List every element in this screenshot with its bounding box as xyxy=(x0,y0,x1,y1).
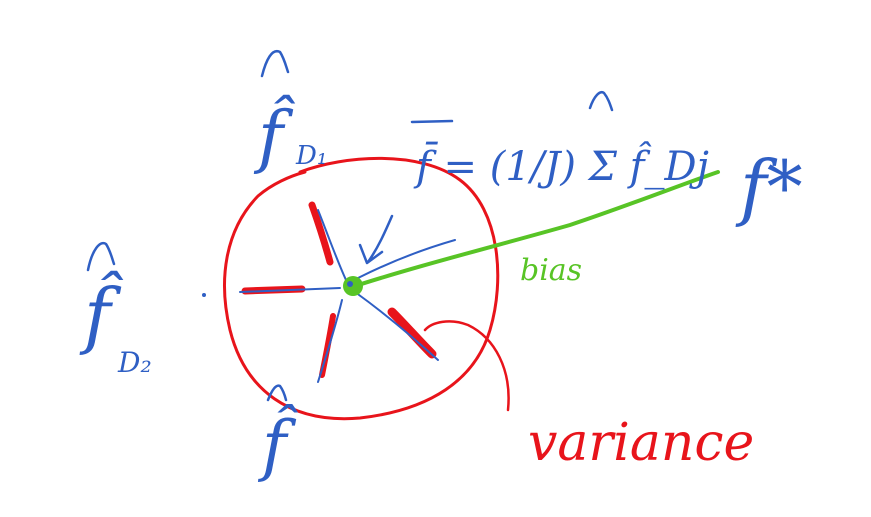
red-spoke-right xyxy=(387,307,437,359)
mean-point-inner xyxy=(347,281,353,287)
arrow-to-mean xyxy=(358,214,394,265)
variance-pointer xyxy=(423,320,510,412)
stray-dot xyxy=(202,293,206,297)
variance-circle xyxy=(223,156,500,421)
f-star-label: f* xyxy=(735,145,803,229)
f-hat-bottom-label: f̂ xyxy=(257,405,298,484)
f-bar-formula: f̄ = (1/J) Σ f̂_Dj xyxy=(413,141,709,190)
blue-line-left xyxy=(239,287,341,293)
bar-fbar xyxy=(410,119,454,124)
blue-line-upper-right xyxy=(357,239,456,279)
hat-d2 xyxy=(86,241,116,272)
hat-fdj xyxy=(588,91,614,112)
blue-line-right xyxy=(354,291,439,361)
bias-label: bias xyxy=(520,253,582,288)
blue-line-lower xyxy=(317,299,343,383)
red-spoke-upper xyxy=(308,201,334,266)
hat-bottom xyxy=(266,384,288,402)
f-hat-d2-label: f̂ xyxy=(79,269,124,357)
variance-label: variance xyxy=(528,413,754,473)
f-hat-d1-label: f̂ xyxy=(253,94,295,177)
bias-line xyxy=(350,170,720,289)
d2-subscript: D₂ xyxy=(117,346,152,379)
blue-line-upper xyxy=(317,209,347,281)
red-spoke-lower xyxy=(319,313,336,378)
mean-point xyxy=(343,276,363,296)
hat-d1 xyxy=(260,50,290,78)
d1-subscript: D₁ xyxy=(295,141,327,171)
